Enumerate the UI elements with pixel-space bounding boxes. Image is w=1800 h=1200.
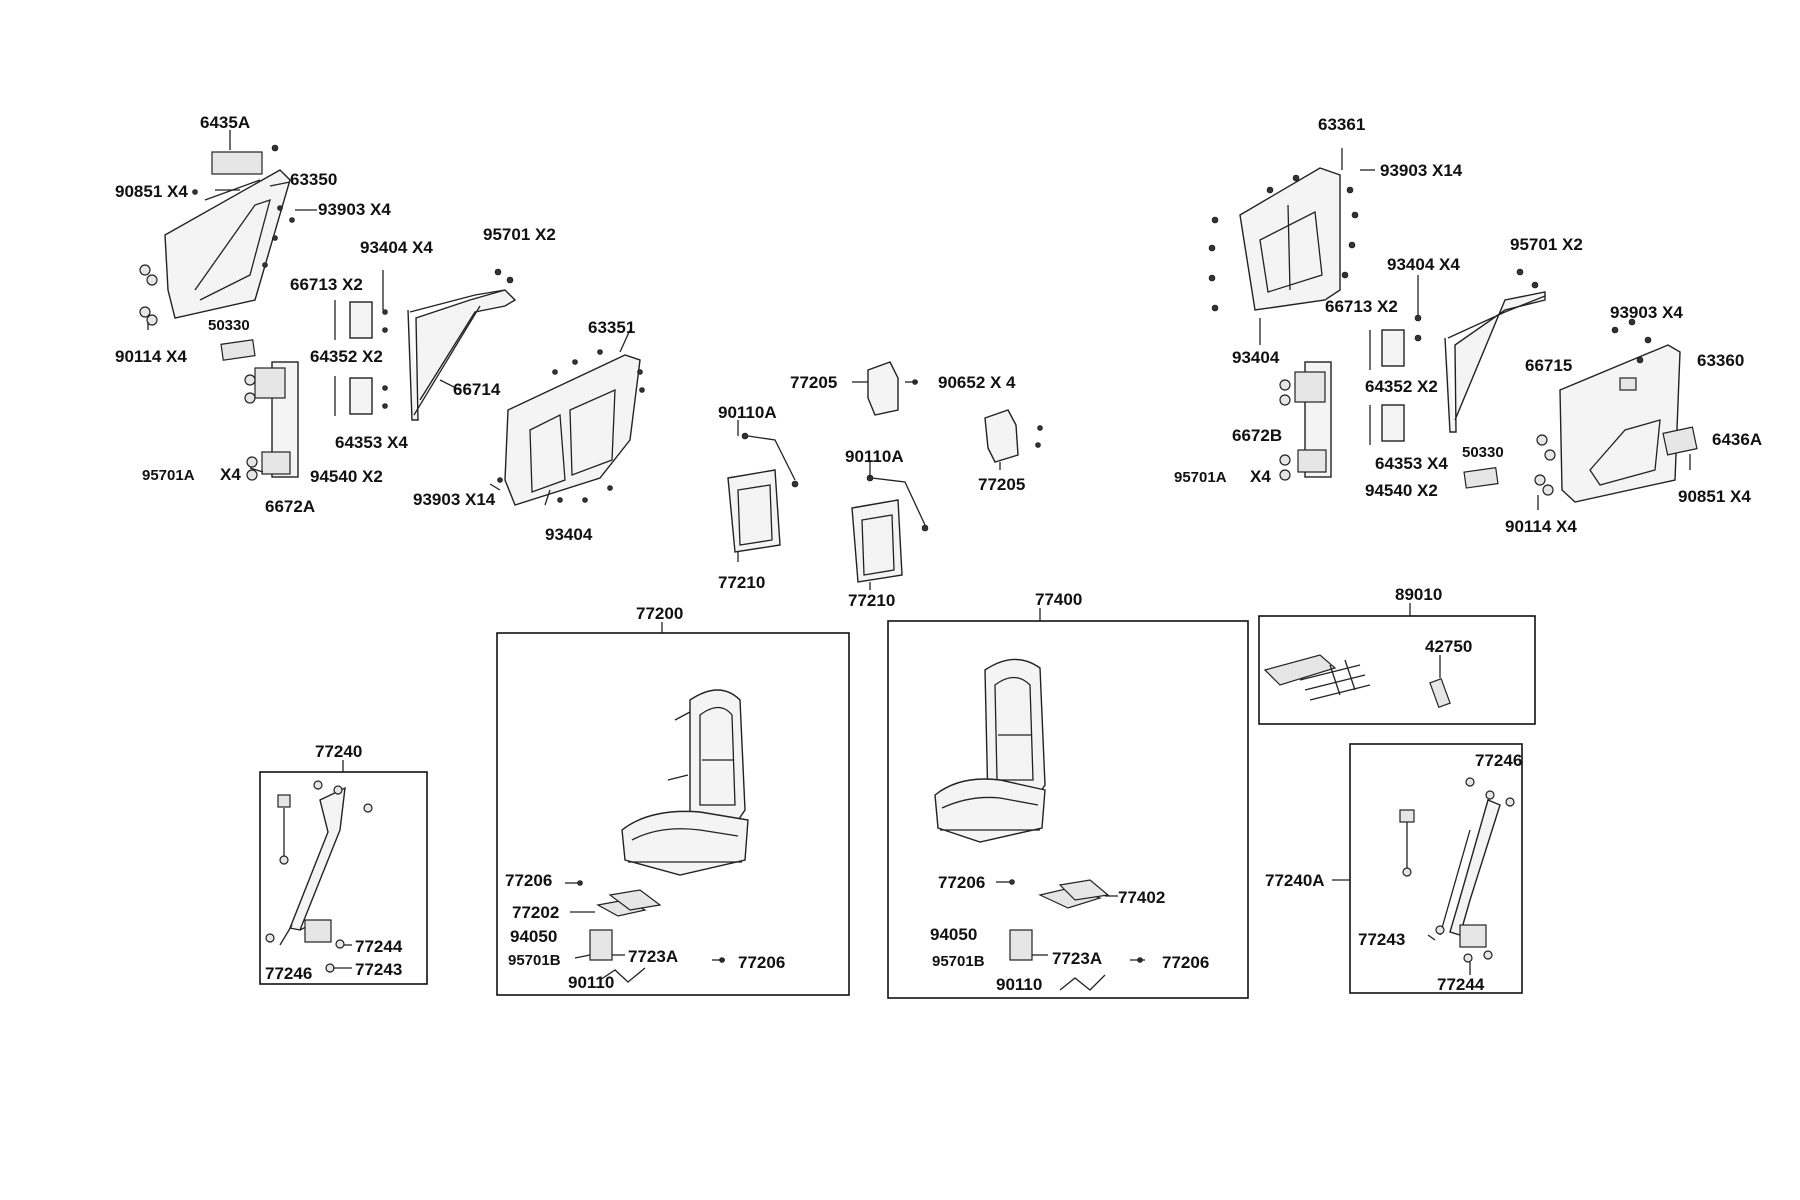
right-hinge-plates-64352-64353	[1369, 275, 1422, 445]
label-77400: 77400	[1035, 590, 1082, 609]
label-64353-x4-left: 64353 X4	[335, 433, 408, 452]
label-94050-b: 94050	[930, 925, 977, 944]
seat-box-77400	[887, 620, 1249, 999]
label-6435A: 6435A	[200, 113, 250, 132]
label-63361: 63361	[1318, 115, 1365, 134]
label-90110-a: 90110	[568, 973, 614, 992]
label-95701-x2-left: 95701 X2	[483, 225, 556, 244]
label-77206-a: 77206	[505, 871, 552, 890]
label-94050-a: 94050	[510, 927, 557, 946]
left-door-outer-63351	[497, 349, 645, 506]
label-77246-right: 77246	[1475, 751, 1522, 770]
seat-77200	[621, 689, 749, 876]
part-labels: 6435A 63350 90851 X4 93903 X4 93404 X4 9…	[115, 113, 1762, 994]
label-66713-x2-right: 66713 X2	[1325, 297, 1398, 316]
left-hinge-plates-64352-64353	[334, 270, 388, 416]
label-6672A: 6672A	[265, 497, 315, 516]
right-hinge-bracket-6672B	[1279, 361, 1332, 481]
label-77206-d: 77206	[1162, 953, 1209, 972]
label-90114-x4-left: 90114 X4	[115, 347, 187, 366]
label-63350: 63350	[290, 170, 337, 189]
seat-77200-small-parts	[565, 880, 725, 983]
label-77205-a: 77205	[790, 373, 837, 392]
label-89010: 89010	[1395, 585, 1442, 604]
seat-back-plates-77205	[852, 361, 1043, 470]
label-77206-c: 77206	[938, 873, 985, 892]
label-66713-x2-left: 66713 X2	[290, 275, 363, 294]
label-90110-b: 90110	[996, 975, 1042, 994]
seat-belt-77240	[265, 780, 373, 973]
label-93404-right: 93404	[1232, 348, 1280, 367]
label-93404-x4-left: 93404 X4	[360, 238, 433, 257]
label-50330-left: 50330	[208, 317, 250, 334]
label-94540-x2-right: 94540 X2	[1365, 481, 1438, 500]
label-90114-x4-right: 90114 X4	[1505, 517, 1577, 536]
left-door-frame-66714	[407, 268, 517, 421]
label-95701B-b: 95701B	[932, 953, 985, 970]
label-64352-x2-right: 64352 X2	[1365, 377, 1438, 396]
label-77240: 77240	[315, 742, 362, 761]
seat-belt-77240A	[1399, 777, 1515, 975]
belt-box-77240A	[1349, 743, 1523, 994]
label-x4-right: X4	[1250, 467, 1271, 486]
label-66715: 66715	[1525, 356, 1572, 375]
label-90110A-a: 90110A	[718, 403, 777, 422]
label-77200: 77200	[636, 604, 683, 623]
kit-box-89010	[1258, 615, 1536, 725]
right-door-panel-63361	[1208, 148, 1375, 345]
label-77205-b: 77205	[978, 475, 1025, 494]
label-77246-left: 77246	[265, 964, 312, 983]
label-77243-right: 77243	[1358, 930, 1405, 949]
label-50330-right: 50330	[1462, 444, 1504, 461]
label-77244-right: 77244	[1437, 975, 1485, 994]
label-77402: 77402	[1118, 888, 1165, 907]
label-95701A-left: 95701A	[142, 467, 195, 484]
label-6436A: 6436A	[1712, 430, 1762, 449]
label-77240A: 77240A	[1265, 871, 1325, 890]
label-77210-a: 77210	[718, 573, 765, 592]
right-door-outer-63360	[1463, 318, 1698, 510]
label-x4-left: X4	[220, 465, 241, 484]
label-93903-x4-left: 93903 X4	[318, 200, 391, 219]
seat-box-77200	[496, 632, 850, 996]
label-66714: 66714	[453, 380, 501, 399]
label-93903-x14-left: 93903 X14	[413, 490, 496, 509]
seat-77400-small-parts	[996, 879, 1145, 991]
label-77244-left: 77244	[355, 937, 403, 956]
label-90110A-b: 90110A	[845, 447, 904, 466]
label-7723A-a: 7723A	[628, 947, 678, 966]
seat-back-cushions-77210	[727, 420, 929, 590]
label-77202: 77202	[512, 903, 559, 922]
label-90851-x4-right: 90851 X4	[1678, 487, 1751, 506]
label-93404-x4-right: 93404 X4	[1387, 255, 1460, 274]
label-93903-x4-right: 93903 X4	[1610, 303, 1683, 322]
label-64352-x2-left: 64352 X2	[310, 347, 383, 366]
label-94540-x2-left: 94540 X2	[310, 467, 383, 486]
label-90851-x4-left: 90851 X4	[115, 182, 188, 201]
left-door-panel-63350	[139, 144, 295, 361]
right-door-frame-66715	[1444, 268, 1546, 433]
label-93404-left-bottom: 93404	[545, 525, 593, 544]
label-77210-b: 77210	[848, 591, 895, 610]
label-77206-b: 77206	[738, 953, 785, 972]
label-90652-x4: 90652 X 4	[938, 373, 1016, 392]
label-93903-x14-right: 93903 X14	[1380, 161, 1463, 180]
kit-89010-parts	[1263, 654, 1451, 709]
label-42750: 42750	[1425, 637, 1472, 656]
label-7723A-b: 7723A	[1052, 949, 1102, 968]
label-95701B-a: 95701B	[508, 952, 561, 969]
left-hinge-bracket-6672A	[244, 361, 299, 481]
label-6672B: 6672B	[1232, 426, 1282, 445]
label-95701A-right: 95701A	[1174, 469, 1227, 486]
label-95701-x2-right: 95701 X2	[1510, 235, 1583, 254]
label-64353-x4-right: 64353 X4	[1375, 454, 1448, 473]
label-63351: 63351	[588, 318, 635, 337]
label-63360: 63360	[1697, 351, 1744, 370]
seat-77400	[934, 658, 1046, 843]
left-leader-lines	[147, 130, 631, 506]
label-77243-left: 77243	[355, 960, 402, 979]
